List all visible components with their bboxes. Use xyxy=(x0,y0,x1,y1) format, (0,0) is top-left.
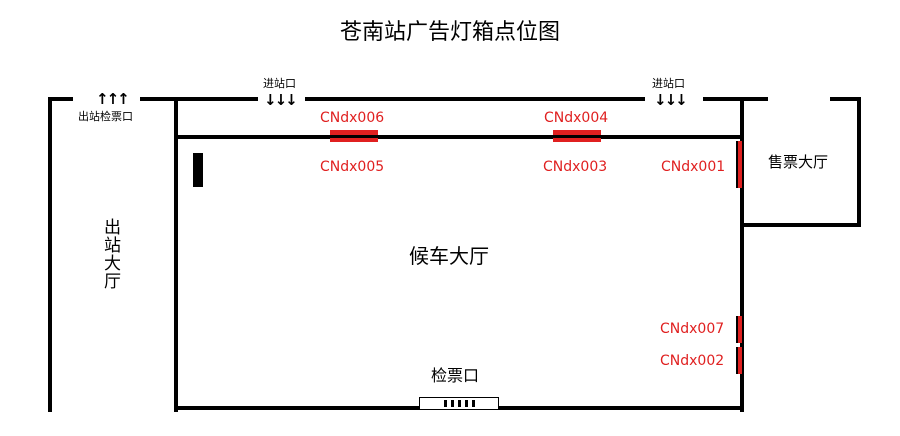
wall-waiting-hall-left xyxy=(174,97,178,412)
lightbox-cndx002-label: CNdx002 xyxy=(660,353,725,369)
lightbox-cndx004 xyxy=(553,130,601,142)
exit-gate-label: 出站检票口 xyxy=(78,110,133,123)
lightbox-cndx005-label: CNdx005 xyxy=(320,159,385,175)
lightbox-cndx001-label: CNdx001 xyxy=(661,159,726,175)
lightbox-cndx006 xyxy=(330,130,378,142)
lightbox-cndx003-label: CNdx003 xyxy=(543,159,608,175)
wall-waiting-hall-right xyxy=(740,97,744,412)
entrance-left-arrows-down: ↓↓↓ xyxy=(264,91,298,109)
entrance-left-label: 进站口 xyxy=(263,77,296,90)
wall-top-middle xyxy=(305,97,645,101)
check-gate-label: 检票口 xyxy=(431,366,480,385)
entrance-right-label: 进站口 xyxy=(652,77,685,90)
wall-top-right xyxy=(703,97,768,101)
lightbox-cndx001 xyxy=(736,141,742,188)
exit-hall-label: 出站大厅 xyxy=(104,218,121,292)
check-gate-turnstiles xyxy=(419,397,499,410)
lightbox-cndx007-label: CNdx007 xyxy=(660,321,725,337)
pillar-block xyxy=(193,153,203,187)
diagram-title: 苍南站广告灯箱点位图 xyxy=(339,20,560,45)
lightbox-cndx006-label: CNdx006 xyxy=(320,110,385,126)
wall-ticket-hall-right xyxy=(857,97,861,227)
waiting-hall-label: 候车大厅 xyxy=(409,244,489,268)
exit-arrows-up: ↑↑↑ xyxy=(96,90,130,108)
lightbox-cndx004-label: CNdx004 xyxy=(544,110,609,126)
wall-ticket-hall-bottom xyxy=(740,223,861,227)
wall-exit-hall-left xyxy=(48,97,52,412)
wall-corridor xyxy=(174,135,744,139)
entrance-right-arrows-down: ↓↓↓ xyxy=(654,91,688,109)
ticket-hall-label: 售票大厅 xyxy=(768,153,829,171)
lightbox-cndx007 xyxy=(736,316,742,343)
wall-top-left xyxy=(48,97,73,101)
wall-top-exitgate-right xyxy=(140,97,258,101)
lightbox-cndx002 xyxy=(736,347,742,374)
wall-top-ticket-hall xyxy=(830,97,860,101)
